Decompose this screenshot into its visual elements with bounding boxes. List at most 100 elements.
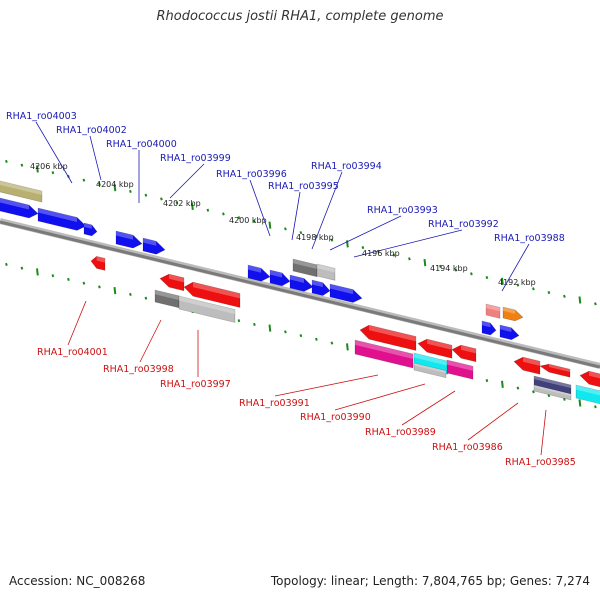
gene-label-rha1_ro03995: RHA1_ro03995 <box>268 181 339 192</box>
major-tick <box>268 221 272 229</box>
major-tick <box>578 296 582 304</box>
leader-line <box>353 229 463 258</box>
minor-tick <box>594 405 597 409</box>
leader-line <box>249 179 271 237</box>
minor-tick <box>454 268 458 272</box>
kbp-label: 4206 kbp <box>30 162 68 171</box>
leader-line <box>311 171 343 250</box>
genome-backbone-shadow <box>0 220 600 369</box>
gene-label-rha1_ro03985: RHA1_ro03985 <box>505 457 576 468</box>
major-tick <box>501 380 504 388</box>
minor-tick <box>532 390 535 394</box>
gene-label-rha1_ro03989: RHA1_ro03989 <box>365 427 436 438</box>
gene-ro03991 <box>359 324 417 351</box>
leader-line <box>329 215 402 251</box>
major-tick <box>268 324 272 332</box>
gene-label-rha1_ro03992: RHA1_ro03992 <box>428 219 499 230</box>
minor-tick <box>253 219 256 223</box>
kbp-label: 4202 kbp <box>163 199 201 208</box>
minor-tick <box>51 274 55 278</box>
gene-ro03996-b <box>269 269 291 287</box>
leader-line <box>334 383 426 411</box>
minor-tick <box>129 189 132 193</box>
minor-tick <box>361 246 365 250</box>
label-leader-lines <box>35 121 547 456</box>
minor-tick <box>392 253 396 257</box>
major-tick <box>36 165 39 173</box>
gene-label-rha1_ro03996: RHA1_ro03996 <box>216 169 287 180</box>
kbp-label: 4196 kbp <box>362 249 400 258</box>
gene-olive-feature <box>0 180 43 203</box>
gene-cyan-edge <box>575 384 600 405</box>
minor-tick <box>594 302 597 306</box>
minor-tick <box>160 197 163 201</box>
gene-ro03990-a <box>417 338 453 359</box>
gene-label-rha1_ro04000: RHA1_ro04000 <box>106 139 177 150</box>
minor-tick <box>82 178 86 182</box>
minor-tick <box>299 334 303 338</box>
leader-line <box>67 300 87 346</box>
kbp-labels: 4206 kbp 4204 kbp 4202 kbp 4200 kbp 4198 kbp… <box>30 162 536 287</box>
kbp-label: 4204 kbp <box>96 180 134 189</box>
major-tick <box>36 268 39 276</box>
gene-ro03996-a <box>247 264 271 282</box>
minor-tick <box>98 285 101 289</box>
minor-tick <box>532 287 535 291</box>
gene-features <box>0 180 600 405</box>
accession-text: Accession: NC_008268 <box>9 574 146 588</box>
minor-tick <box>237 216 241 220</box>
minor-tick <box>144 296 148 300</box>
leader-line <box>501 243 530 292</box>
leader-line <box>169 163 205 199</box>
gene-ro04003 <box>0 197 39 219</box>
gene-ro03993 <box>329 283 363 303</box>
minor-tick <box>315 337 318 341</box>
gene-label-rha1_ro04001: RHA1_ro04001 <box>37 347 108 358</box>
leader-line <box>35 121 73 184</box>
minor-tick <box>547 290 551 295</box>
gene-pink-feature <box>485 303 501 319</box>
kbp-label: 4198 kbp <box>296 233 334 242</box>
minor-tick <box>20 163 24 167</box>
gene-ro03990-cyan <box>413 352 449 375</box>
major-tick <box>113 287 117 295</box>
gene-orange-feature <box>502 306 524 322</box>
kbp-label: 4200 kbp <box>229 216 267 225</box>
minor-tick <box>408 257 411 261</box>
minor-tick <box>516 283 520 287</box>
gene-label-rha1_ro03998: RHA1_ro03998 <box>103 364 174 375</box>
major-tick <box>423 258 427 267</box>
minor-tick <box>175 201 179 205</box>
gene-ro03999-a <box>115 230 143 249</box>
minor-tick <box>5 159 8 164</box>
gene-ro03991-magenta <box>354 339 414 369</box>
minor-tick <box>222 212 225 216</box>
gene-label-rha1_ro03993: RHA1_ro03993 <box>367 205 438 216</box>
minor-tick <box>330 238 334 242</box>
gene-label-rha1_ro03988: RHA1_ro03988 <box>494 233 565 244</box>
leader-line <box>401 390 456 426</box>
gene-lightgray-feature <box>316 263 336 281</box>
minor-tick <box>144 193 148 197</box>
gene-ro03998-b <box>183 281 241 308</box>
gene-ro03994 <box>311 279 331 296</box>
minor-tick <box>485 276 489 280</box>
leader-line <box>540 409 547 456</box>
minor-tick <box>206 208 210 212</box>
gene-gray-feature <box>292 258 318 278</box>
gene-ro03997-gray <box>154 289 180 309</box>
minor-tick <box>330 341 334 345</box>
minor-tick <box>485 379 489 383</box>
minor-tick <box>470 272 473 276</box>
minor-tick <box>67 277 70 281</box>
leader-line <box>89 135 102 181</box>
major-tick <box>501 277 504 285</box>
gene-label-rha1_ro03997: RHA1_ro03997 <box>160 379 231 390</box>
minor-tick <box>20 266 24 270</box>
gene-lightgray-small <box>413 362 447 379</box>
gene-ro03986-b <box>539 363 571 378</box>
minor-tick <box>129 292 132 296</box>
gene-ro03997 <box>178 295 236 323</box>
gene-label-rha1_ro03990: RHA1_ro03990 <box>300 412 371 423</box>
gene-ro03995 <box>289 274 314 292</box>
